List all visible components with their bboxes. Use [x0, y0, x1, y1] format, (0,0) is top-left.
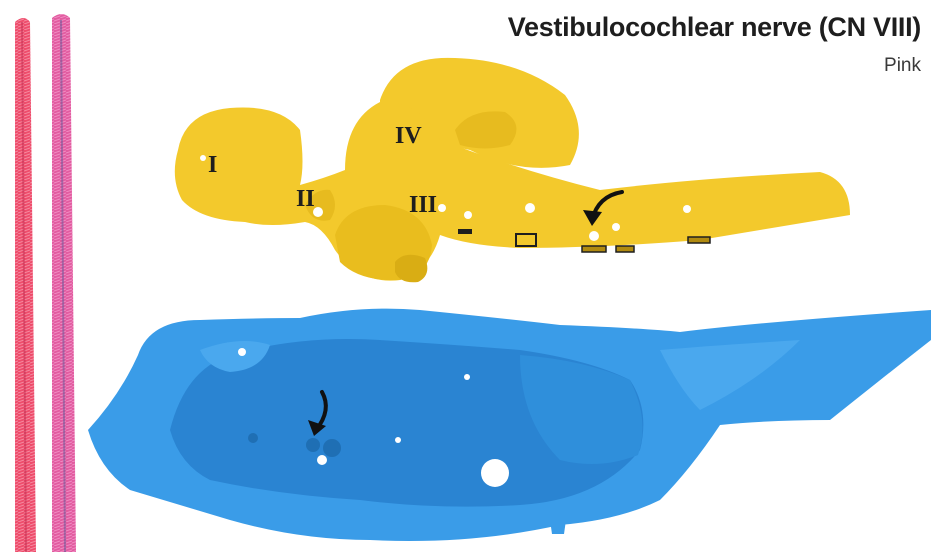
page-title: Vestibulocochlear nerve (CN VIII)	[508, 12, 921, 43]
page-subtitle: Pink	[884, 55, 921, 77]
brain-model: I II IV III	[175, 58, 850, 282]
skull-model	[88, 309, 931, 541]
pipe-cleaner-pink	[52, 14, 76, 552]
pipe-cleaner-red	[15, 18, 36, 552]
label-i: I	[208, 152, 217, 178]
label-iv: IV	[395, 123, 422, 149]
label-ii: II	[296, 186, 315, 212]
label-iii: III	[409, 192, 437, 218]
